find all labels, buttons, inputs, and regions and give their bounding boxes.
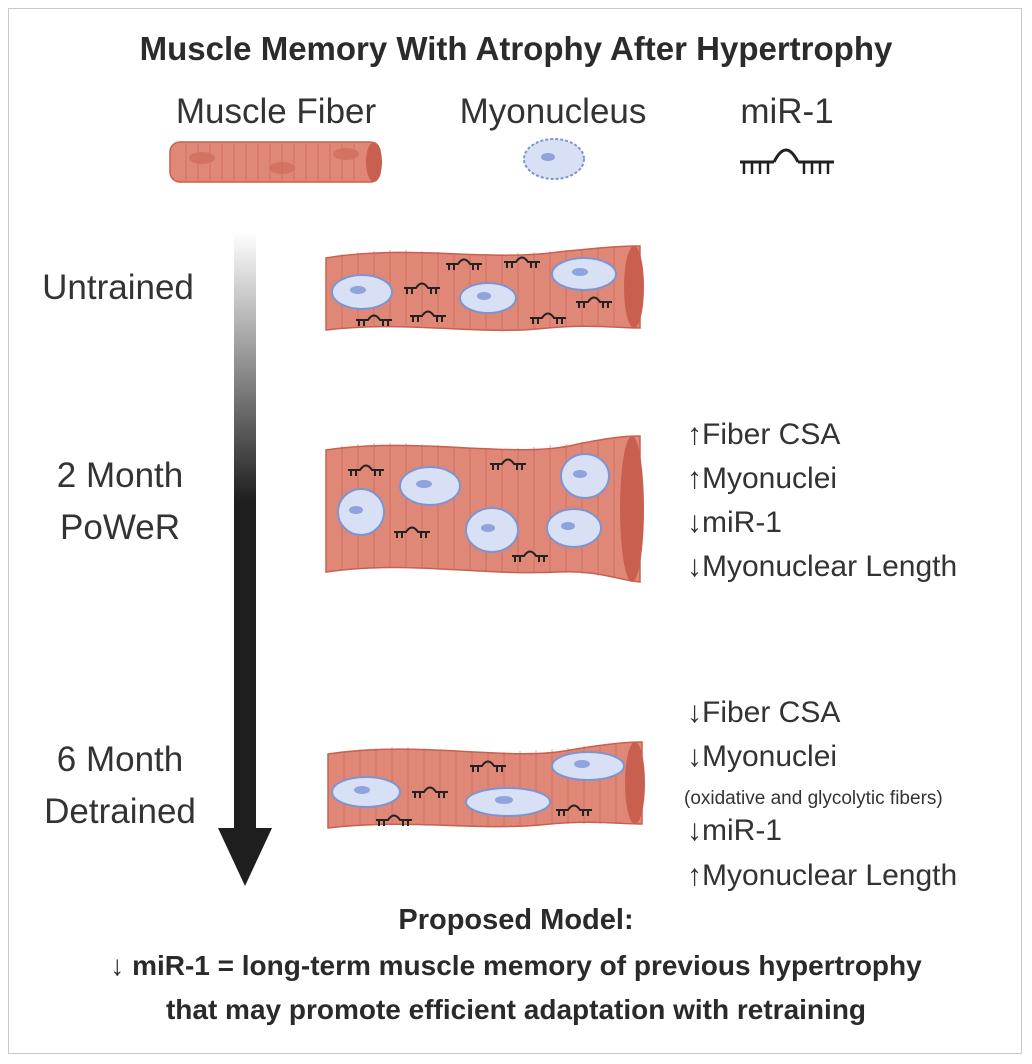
power-effect-mir1: ↓miR-1	[687, 506, 782, 539]
figure-frame	[8, 8, 1022, 1054]
legend-muscle-fiber-icon	[169, 141, 382, 183]
detrained-effect-myonuclear-length: ↑Myonuclear Length	[687, 859, 958, 892]
power-fiber	[325, 435, 644, 583]
stage-label-untrained: Untrained	[42, 268, 194, 307]
figure-title: Muscle Memory With Atrophy After Hypertr…	[139, 30, 893, 67]
untrained-fiber	[325, 245, 644, 332]
stage-label-power-line1: 2 Month	[56, 456, 184, 495]
stage-label-power: 2 Month PoWeR	[57, 450, 183, 554]
legend-myonucleus-label: Myonucleus	[459, 92, 647, 131]
stage-label-power-line2: PoWeR	[60, 508, 180, 547]
power-effect-fiber-csa: ↑Fiber CSA	[687, 418, 841, 451]
detrained-effect-note: (oxidative and glycolytic fibers)	[684, 788, 943, 809]
model-line2: that may promote efficient adaptation wi…	[165, 994, 867, 1025]
detrained-fiber	[327, 741, 645, 829]
legend-myonucleus-icon	[523, 138, 585, 180]
power-effect-myonuclei: ↑Myonuclei	[687, 462, 838, 495]
detrained-effect-myonuclei: ↓Myonuclei	[687, 740, 838, 773]
detrained-effect-mir1: ↓miR-1	[687, 814, 782, 847]
stage-label-detrained-line2: Detrained	[44, 792, 196, 831]
stage-label-detrained: 6 Month Detrained	[44, 734, 196, 838]
model-heading: Proposed Model:	[398, 904, 634, 936]
legend-mir1-icon	[740, 148, 834, 174]
legend-muscle-fiber-label: Muscle Fiber	[175, 92, 377, 131]
detrained-effect-fiber-csa: ↓Fiber CSA	[687, 696, 841, 729]
power-effect-myonuclear-length: ↓Myonuclear Length	[687, 550, 958, 583]
stage-label-detrained-line1: 6 Month	[56, 740, 184, 779]
model-line1: ↓ miR-1 = long-term muscle memory of pre…	[110, 950, 922, 981]
timeline-arrow	[218, 232, 272, 886]
legend-mir1-label: miR-1	[740, 92, 834, 131]
